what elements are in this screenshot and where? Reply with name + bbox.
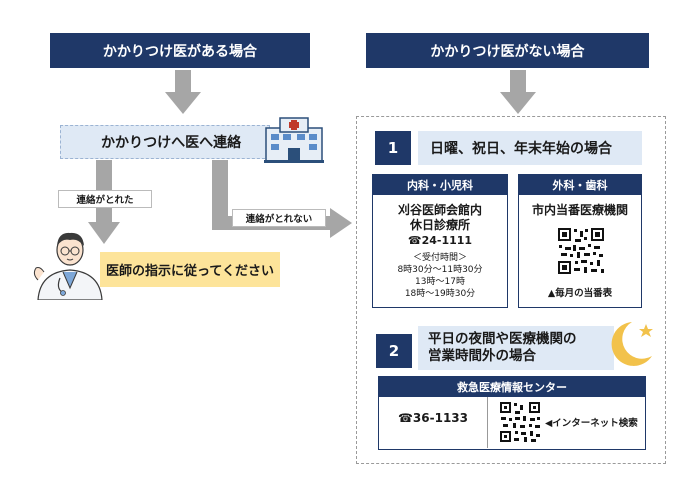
result-label: 医師の指示に従ってください bbox=[106, 264, 274, 279]
emergency-search-label: ◀インターネット検索 bbox=[545, 418, 638, 429]
section1-number: 1 bbox=[375, 131, 411, 165]
section2-title-line1: 平日の夜間や医療機関の bbox=[428, 331, 577, 347]
card-surgery: 外科・歯科 市内当番医療機関 ▲毎月の当番表 bbox=[518, 174, 642, 308]
result-box: 医師の指示に従ってください bbox=[100, 252, 280, 287]
card-surgery-caption: ▲毎月の当番表 bbox=[547, 288, 613, 299]
right-header: かかりつけ医がない場合 bbox=[366, 33, 649, 68]
emergency-center-box: 救急医療情報センター ☎36-1133 ◀インターネット検索 bbox=[378, 376, 646, 450]
card-internal: 内科・小児科 刈谷医師会館内 休日診療所 ☎24-1111 ＜受付時間＞ 8時3… bbox=[372, 174, 508, 308]
card-surgery-line1: 市内当番医療機関 bbox=[531, 203, 628, 217]
qr-code-icon[interactable] bbox=[557, 227, 605, 275]
card-internal-hours-title: ＜受付時間＞ bbox=[412, 253, 467, 263]
hospital-icon bbox=[264, 117, 324, 163]
section2-number: 2 bbox=[376, 334, 412, 368]
doctor-illustration bbox=[33, 232, 103, 300]
card-internal-line1: 刈谷医師会館内 bbox=[397, 203, 482, 217]
card-internal-hours-3: 18時～19時30分 bbox=[404, 289, 476, 299]
card-internal-phone: ☎24-1111 bbox=[407, 234, 473, 247]
contact-box-label: かかりつけへ医へ連絡 bbox=[101, 135, 242, 151]
left-header: かかりつけ医がある場合 bbox=[50, 33, 310, 68]
section1-title-band: 日曜、祝日、年末年始の場合 bbox=[418, 131, 642, 165]
arrow-not-contacted bbox=[212, 160, 352, 238]
arrow-down-right bbox=[500, 70, 536, 114]
emergency-divider bbox=[487, 397, 488, 448]
card-internal-header: 内科・小児科 bbox=[373, 175, 507, 195]
moon-icon bbox=[611, 322, 653, 366]
card-internal-hours-2: 13時～17時 bbox=[415, 277, 465, 287]
arrow-down-left bbox=[165, 70, 201, 114]
card-surgery-header: 外科・歯科 bbox=[519, 175, 641, 195]
emergency-center-header: 救急医療情報センター bbox=[379, 377, 645, 397]
card-internal-hours-1: 8時30分～11時30分 bbox=[397, 265, 483, 275]
contact-box: かかりつけへ医へ連絡 bbox=[60, 125, 270, 159]
emergency-phone: ☎36-1133 bbox=[397, 411, 469, 425]
emergency-qr-icon[interactable] bbox=[499, 401, 541, 443]
section1-title: 日曜、祝日、年末年始の場合 bbox=[430, 141, 612, 157]
right-dashed-panel bbox=[356, 116, 666, 464]
label-contacted: 連絡がとれた bbox=[58, 190, 152, 208]
section2-title-band: 平日の夜間や医療機関の 営業時間外の場合 bbox=[418, 326, 614, 370]
label-not-contacted: 連絡がとれない bbox=[232, 209, 326, 227]
card-internal-line2: 休日診療所 bbox=[409, 218, 470, 232]
section2-title-line2: 営業時間外の場合 bbox=[428, 348, 536, 364]
